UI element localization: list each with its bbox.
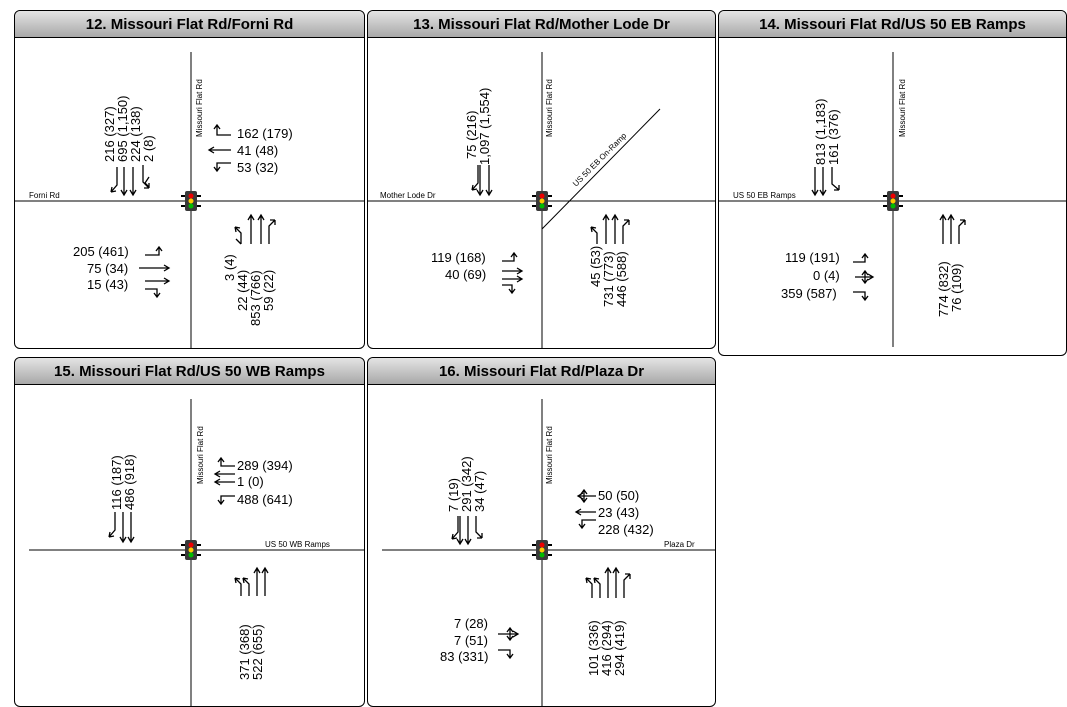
ew-road-label: Plaza Dr (664, 540, 695, 549)
eb-volume: 40 (69) (445, 267, 486, 282)
nb-volume: 76 (109) (949, 264, 964, 312)
eb-volume: 75 (34) (87, 261, 128, 276)
traffic-signal-icon (532, 540, 552, 560)
nb-lane-arrows (234, 566, 269, 596)
sb-lane-arrows (108, 512, 135, 544)
panel-title: 12. Missouri Flat Rd/Forni Rd (15, 11, 364, 38)
nb-lane-arrows (590, 213, 630, 244)
nb-volume: 59 (22) (261, 270, 276, 311)
wb-volume: 488 (641) (237, 492, 293, 507)
sb-volume: 2 (8) (141, 135, 156, 162)
sb-volume: 813 (1,183) (813, 99, 828, 166)
wb-lane-arrows (213, 456, 235, 506)
nb-volume: 522 (655) (250, 624, 265, 680)
intersection-panel-15: 15. Missouri Flat Rd/US 50 WB Ramps Miss… (14, 357, 365, 707)
ns-road-label: Missouri Flat Rd (545, 426, 554, 484)
sb-volume: 224 (138) (128, 106, 143, 162)
sb-lane-arrows (451, 516, 483, 546)
intersection-diagram: Missouri Flat Rd Plaza Dr 7 (19) 291 (34… (382, 399, 715, 706)
eb-lane-arrows (498, 626, 520, 660)
eb-volume: 205 (461) (73, 244, 129, 259)
eb-lane-arrows (502, 251, 524, 295)
nb-lane-arrows (939, 213, 966, 244)
eb-volume: 15 (43) (87, 277, 128, 292)
wb-volume: 228 (432) (598, 522, 654, 537)
wb-lane-arrows (574, 488, 596, 530)
nb-volume: 853 (766) (248, 270, 263, 326)
panel-title: 16. Missouri Flat Rd/Plaza Dr (368, 358, 715, 385)
sb-volume: 75 (216) (464, 111, 479, 159)
ns-road-label: Missouri Flat Rd (898, 79, 907, 137)
wb-volume: 41 (48) (237, 143, 278, 158)
ew-road-label: US 50 WB Ramps (265, 540, 330, 549)
sb-volume: 486 (918) (122, 454, 137, 510)
eb-volume: 0 (4) (813, 268, 840, 283)
panel-title: 14. Missouri Flat Rd/US 50 EB Ramps (719, 11, 1066, 38)
sb-volume: 695 (1,150) (115, 96, 130, 163)
nb-lane-arrows (585, 566, 631, 598)
ns-road-label: Missouri Flat Rd (196, 426, 205, 484)
eb-volume: 119 (168) (431, 250, 486, 265)
wb-volume: 289 (394) (237, 458, 293, 473)
nb-volume: 446 (588) (614, 251, 629, 307)
wb-volume: 53 (32) (237, 160, 278, 175)
traffic-signal-icon (181, 191, 201, 211)
nb-volume: 45 (53) (588, 246, 603, 287)
eb-volume: 359 (587) (781, 286, 837, 301)
traffic-signal-icon (181, 540, 201, 560)
wb-lane-arrows (207, 123, 231, 173)
sb-volume: 116 (187) (109, 455, 124, 510)
sb-volume: 7 (19) (446, 478, 461, 512)
nb-volume: 416 (294) (599, 620, 614, 676)
sb-lane-arrows (110, 165, 150, 197)
ew-road-label: Mother Lode Dr (380, 191, 436, 200)
nb-volume: 371 (368) (237, 624, 252, 680)
sb-volume: 161 (376) (826, 109, 841, 165)
intersection-panel-14: 14. Missouri Flat Rd/US 50 EB Ramps Miss… (718, 10, 1067, 356)
wb-volume: 1 (0) (237, 474, 264, 489)
intersection-diagram: Missouri Flat Rd Mother Lode Dr US 50 EB… (368, 52, 715, 348)
intersection-panel-16: 16. Missouri Flat Rd/Plaza Dr Missouri F… (367, 357, 716, 707)
ew-road-label: Forni Rd (29, 191, 60, 200)
sb-volume: 216 (327) (102, 106, 117, 162)
eb-lane-arrows (139, 245, 171, 299)
sb-volume: 291 (342) (459, 456, 474, 512)
panel-title: 13. Missouri Flat Rd/Mother Lode Dr (368, 11, 715, 38)
ramp-road-label: US 50 EB On-Ramp (571, 131, 629, 189)
wb-volume: 162 (179) (237, 126, 293, 141)
nb-volume: 774 (832) (936, 261, 951, 317)
eb-volume: 119 (191) (785, 250, 840, 265)
intersection-panel-12: 12. Missouri Flat Rd/Forni Rd Missouri F… (14, 10, 365, 349)
nb-lane-arrows (234, 213, 276, 245)
intersection-diagram: Missouri Flat Rd Forni Rd 216 (327) 695 … (15, 52, 364, 348)
intersection-diagram: Missouri Flat Rd US 50 WB Ramps 116 (187… (29, 399, 364, 706)
sb-volume: 34 (47) (472, 471, 487, 512)
eb-volume: 7 (51) (454, 633, 488, 648)
panel-title: 15. Missouri Flat Rd/US 50 WB Ramps (15, 358, 364, 385)
sb-volume: 1,097 (1,554) (477, 88, 492, 165)
intersection-diagram: Missouri Flat Rd US 50 EB Ramps 813 (1,1… (719, 52, 1066, 347)
sb-lane-arrows (811, 167, 840, 197)
nb-volume: 731 (773) (601, 251, 616, 307)
eb-volume: 83 (331) (440, 649, 488, 664)
eb-volume: 7 (28) (454, 616, 488, 631)
wb-volume: 23 (43) (598, 505, 639, 520)
sb-lane-arrows (471, 165, 493, 197)
nb-volume: 3 (4) (222, 254, 237, 281)
wb-volume: 50 (50) (598, 488, 639, 503)
ew-road-label: US 50 EB Ramps (733, 191, 796, 200)
ns-road-label: Missouri Flat Rd (545, 79, 554, 137)
nb-volume: 294 (419) (612, 620, 627, 676)
intersection-panel-13: 13. Missouri Flat Rd/Mother Lode Dr Miss… (367, 10, 716, 349)
traffic-signal-icon (883, 191, 903, 211)
ns-road-label: Missouri Flat Rd (195, 79, 204, 137)
nb-volume: 22 (44) (235, 270, 250, 311)
traffic-signal-icon (532, 191, 552, 211)
eb-lane-arrows (853, 252, 875, 302)
nb-volume: 101 (336) (586, 620, 601, 676)
